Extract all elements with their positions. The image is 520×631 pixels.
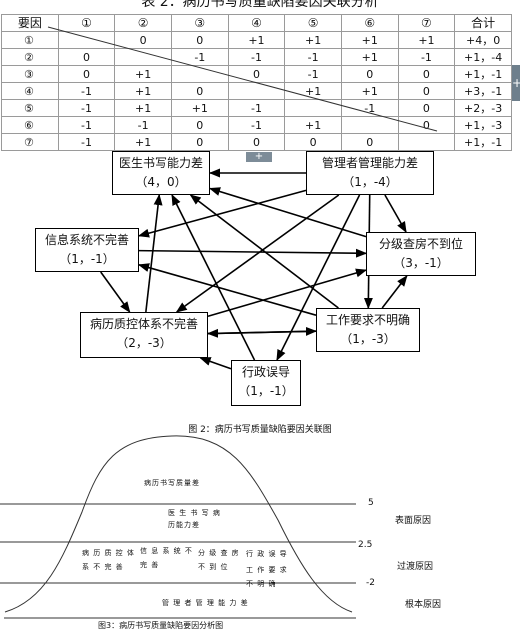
relation-arrow [189,194,339,309]
cell-admin-l2: 工 作 要 求 [246,566,288,574]
cell-doctor-l2: 历能力差 [168,521,200,529]
relation-arrows [100,168,408,370]
node-score: （1，-3） [340,332,396,346]
side-expand-tab[interactable]: + [512,65,520,101]
node-job-requirements: 工作要求不明确 （1，-3） [316,308,420,352]
relation-arrow [145,193,163,313]
table-cell: 0 [227,133,286,151]
node-manager-ability: 管理者管理能力差 （1，-4） [306,151,434,195]
relation-arrow [137,263,317,316]
table-row: ⑦ -1 +1 0 0 0 0 +1，-1 [1,133,512,151]
level-value: -2 [366,578,375,588]
relation-arrow [206,328,317,338]
relation-arrow [171,193,256,361]
relation-arrow [175,194,340,313]
table-cell: +1，-1 [454,133,512,151]
relation-arrow [138,248,368,258]
table-header-cell: 合计 [454,14,512,32]
node-info-system: 信息系统不完善 （1，-1） [35,228,139,272]
node-label: 管理者管理能力差 [321,156,418,170]
node-label: 行政误导 [241,365,290,379]
level-value: 2.5 [358,540,373,550]
cell-qc-l2: 系 不 完 善 [82,563,124,571]
node-admin-misleading: 行政误导 （1，-1） [231,360,301,406]
cell-qc-l1: 病 历 质 控 体 [82,549,135,557]
node-score: （1，-1） [59,252,115,266]
cell-rounds-l1: 分 级 查 房 [198,549,240,557]
table-cell: +1，-1 [454,65,512,83]
cell-info-l2: 完 善 [140,561,160,569]
level-name: 根本原因 [405,600,442,610]
relation-arrow [199,357,232,370]
relation-arrow [208,187,367,238]
node-label: 病历质控体系不完善 [89,317,198,331]
cell-top-cause: 病历书写质量差 [144,479,200,487]
row-add-tab[interactable]: + [246,152,272,162]
cell-rounds-l2: 不 到 位 [198,563,229,571]
node-label: 工作要求不明确 [325,313,410,327]
cell-manager: 管 理 者 管 理 能 力 差 [162,599,249,607]
table-caption: 表 2：病历书写质量缺陷要因关联分析 [141,0,379,10]
node-score: （1，-4） [342,175,398,189]
cell-admin-l1: 行 政 误 导 [246,550,288,558]
level-name: 过渡原因 [397,562,434,572]
relation-arrow [100,271,131,313]
level-name: 表面原因 [395,516,432,526]
node-score: （3，-1） [393,256,449,270]
node-label: 分级查房不到位 [378,237,463,251]
node-doctor-writing: 医生书写能力差 （4，0） [112,151,210,195]
relation-arrow [137,189,307,238]
node-label: 医生书写能力差 [118,156,203,170]
node-score: （2，-3） [116,336,172,350]
cell-info-l1: 信 息 系 统 不 [140,547,193,555]
node-label: 信息系统不完善 [44,233,129,247]
level-value: 5 [368,498,374,508]
node-score: （1，-1） [238,384,294,398]
table-cell: -1 [57,133,116,151]
node-ward-rounds: 分级查房不到位 （3，-1） [366,232,476,276]
relation-arrow [207,268,368,318]
relation-arrow [384,194,407,233]
cell-admin-l3: 不 明 确 [246,580,277,588]
node-qc-system: 病历质控体系不完善 （2，-3） [80,312,208,358]
node-score: （4，0） [135,175,187,189]
relation-arrow [381,275,408,309]
table-cell: +1，-3 [454,116,512,134]
cell-doctor-l1: 医 生 书 写 病 [168,509,221,517]
figure-2-caption: 图 2：病历书写质量缺陷要因关联图 [188,425,332,435]
